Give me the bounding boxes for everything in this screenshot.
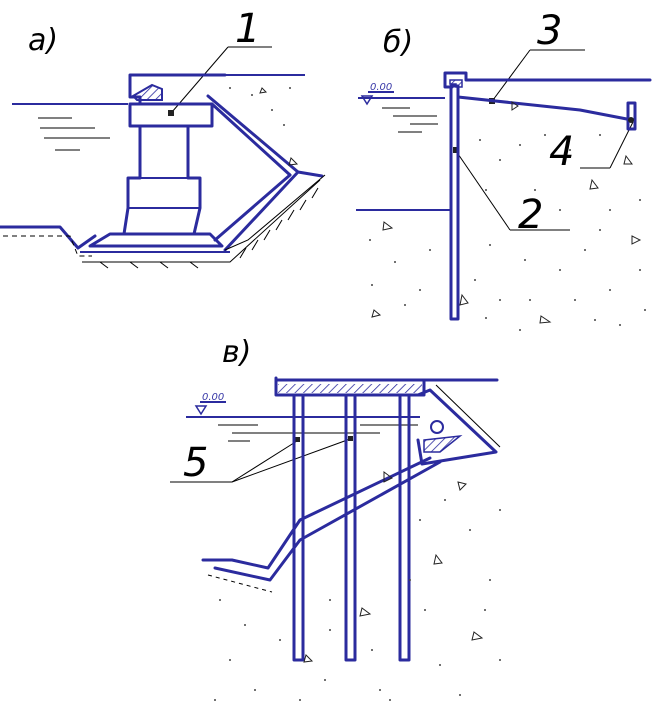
- callout-3-label: 3: [537, 8, 562, 54]
- water-a: [12, 103, 128, 151]
- panel-a: а) 1: [0, 6, 326, 269]
- anchor-plate-b: [626, 101, 637, 131]
- sheet-pile-b: [449, 84, 460, 321]
- water-c: [218, 424, 418, 442]
- panel-c-caption: в): [222, 335, 251, 370]
- callout-2-pointer: [455, 150, 511, 231]
- level-mark-c: 0.00: [202, 392, 224, 403]
- panel-b-caption: б): [383, 25, 413, 60]
- soil-marks-a: [229, 87, 299, 166]
- seabed-a: [0, 225, 97, 250]
- slope-hatch-a: [239, 187, 319, 259]
- ground-line-a: [82, 179, 321, 263]
- panel-b: б) 3 4 2 0.00: [356, 8, 652, 331]
- callout-4-label: 4: [549, 129, 574, 175]
- soil-marks-c: [214, 471, 501, 701]
- cap-beam-b: [443, 71, 652, 89]
- panel-c: в) 5 0.00: [170, 335, 501, 701]
- callout-5-label: 5: [183, 440, 208, 486]
- fender-c: [430, 420, 444, 434]
- relief-wall-c: [416, 388, 498, 466]
- soil-marks-b: [369, 101, 646, 331]
- panel-a-caption: а): [28, 23, 58, 58]
- callout-2-marker: [453, 147, 459, 153]
- column-body-a: [122, 124, 202, 236]
- pile-3-c: [398, 393, 411, 662]
- water-b: [382, 107, 438, 133]
- callout-2-label: 2: [518, 192, 543, 238]
- relief-slope-a: [206, 94, 324, 178]
- callout-1-pointer: [171, 46, 229, 113]
- callout-5-pointer-a: [231, 440, 298, 483]
- callout-1-label: 1: [235, 6, 260, 52]
- base-slab-a: [88, 232, 224, 248]
- callout-1-marker: [168, 110, 174, 116]
- anchor-tie-b: [456, 95, 634, 122]
- slope-c: [201, 456, 442, 582]
- callout-5-pointer-b: [231, 438, 351, 483]
- pile-2-c: [344, 393, 357, 662]
- callout-3-pointer: [492, 49, 531, 101]
- level-mark-b: 0.00: [370, 82, 392, 93]
- top-block-a: [128, 102, 214, 128]
